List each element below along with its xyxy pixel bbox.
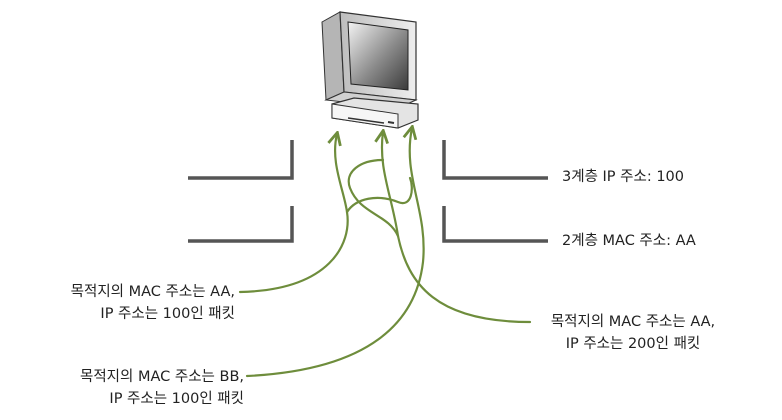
packet-b-line2: IP 주소는 100인 패킷 [109, 391, 244, 407]
packet-b-arrow [245, 128, 425, 378]
computer-icon [321, 11, 419, 129]
packet-a-line2: IP 주소는 100인 패킷 [100, 306, 235, 322]
packet-c-line1: 목적지의 MAC 주소는 AA, [550, 314, 716, 330]
packet-c-arrow [382, 132, 532, 324]
packet-a-arrow [238, 134, 349, 294]
layer2-mac-label: 2계층 MAC 주소: AA [562, 233, 696, 249]
packet-a-loop [345, 176, 413, 214]
packet-c-label: 목적지의 MAC 주소는 AA, IP 주소는 200인 패킷 [528, 311, 738, 355]
packet-c-line2: IP 주소는 200인 패킷 [565, 336, 701, 352]
packet-b-line1: 목적지의 MAC 주소는 BB, [79, 369, 244, 385]
packet-b-label: 목적지의 MAC 주소는 BB, IP 주소는 100인 패킷 [80, 366, 244, 410]
packet-a-label: 목적지의 MAC 주소는 AA, IP 주소는 100인 패킷 [71, 281, 235, 325]
packet-c-loop [347, 158, 400, 238]
right-wall [442, 140, 548, 243]
packet-a-line1: 목적지의 MAC 주소는 AA, [70, 284, 235, 300]
layer3-ip-label: 3계층 IP 주소: 100 [562, 169, 684, 185]
left-wall [188, 140, 294, 243]
